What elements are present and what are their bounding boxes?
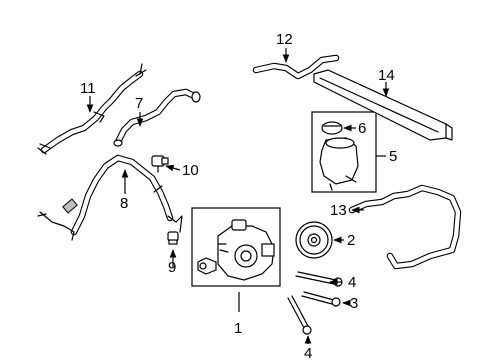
callout-3: 3 [350, 295, 358, 312]
cooler-part-14 [313, 69, 453, 141]
tube-part-12 [252, 54, 340, 80]
pressure-sensor-part-10 [151, 155, 169, 173]
callout-4-lower: 4 [304, 345, 312, 360]
bolts-part-3-4 [287, 271, 343, 335]
reservoir-part-5 [311, 111, 377, 193]
hose-part-7 [113, 88, 201, 147]
callout-4-upper: 4 [348, 274, 356, 291]
pump-assembly-part-1 [191, 207, 281, 287]
callout-2: 2 [347, 232, 355, 249]
callout-14: 14 [378, 67, 395, 84]
leader-lines [86, 48, 390, 344]
callout-10: 10 [182, 162, 199, 179]
cooler-line-part-13 [348, 184, 462, 270]
callout-12: 12 [276, 31, 293, 48]
cap-part-6 [321, 121, 343, 135]
callout-5: 5 [389, 148, 397, 165]
pulley-part-2 [295, 221, 333, 259]
callout-13: 13 [330, 202, 347, 219]
callout-labels: 1 2 3 4 4 5 6 7 8 9 10 11 12 13 14 [80, 31, 397, 360]
pressure-line-part-8 [37, 154, 183, 241]
callout-8: 8 [120, 195, 128, 212]
callout-9: 9 [168, 259, 176, 276]
callout-6: 6 [358, 120, 366, 137]
callout-11: 11 [80, 80, 96, 97]
callout-7: 7 [135, 95, 143, 112]
return-line-part-11 [37, 63, 147, 155]
callout-1: 1 [234, 320, 242, 337]
fitting-part-9 [167, 231, 179, 245]
